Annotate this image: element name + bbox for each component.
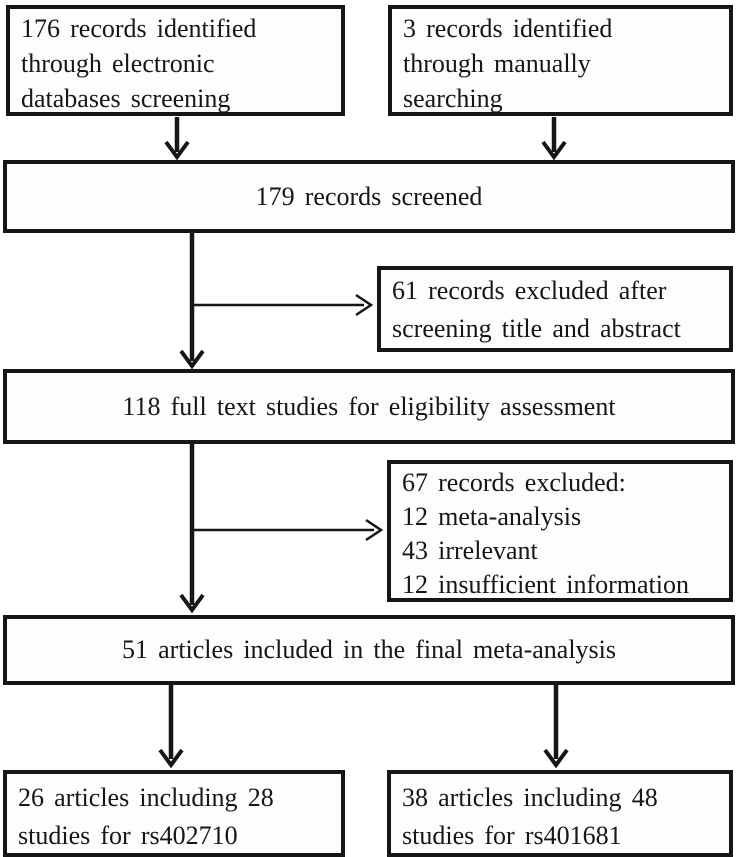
box-fulltext-eligibility: 118 full text studies for eligibility as… (3, 369, 735, 444)
arrow-branch-excluded-screening (192, 293, 374, 317)
box-rs402710: 26 articles including 28 studies for rs4… (3, 770, 345, 857)
arrow-included-to-rs402710 (158, 685, 184, 769)
box-included-meta-analysis: 51 articles included in the final meta-a… (3, 615, 735, 685)
arrow-manual-to-screened (541, 117, 567, 161)
box-rs401681: 38 articles including 48 studies for rs4… (387, 770, 733, 857)
box-records-screened: 179 records screened (3, 160, 735, 233)
box-identified-electronic: 176 records identified through electroni… (6, 5, 345, 116)
box-excluded-screening: 61 records excluded after screening titl… (377, 266, 733, 352)
arrow-screened-to-eligibility (179, 233, 205, 370)
box-excluded-fulltext: 67 records excluded: 12 meta-analysis 43… (387, 460, 733, 602)
arrow-eligibility-to-included (179, 444, 205, 614)
arrow-included-to-rs401681 (543, 685, 569, 769)
arrow-electronic-to-screened (164, 117, 190, 161)
box-identified-manual: 3 records identified through manually se… (388, 5, 733, 116)
arrow-branch-excluded-fulltext (192, 518, 384, 542)
